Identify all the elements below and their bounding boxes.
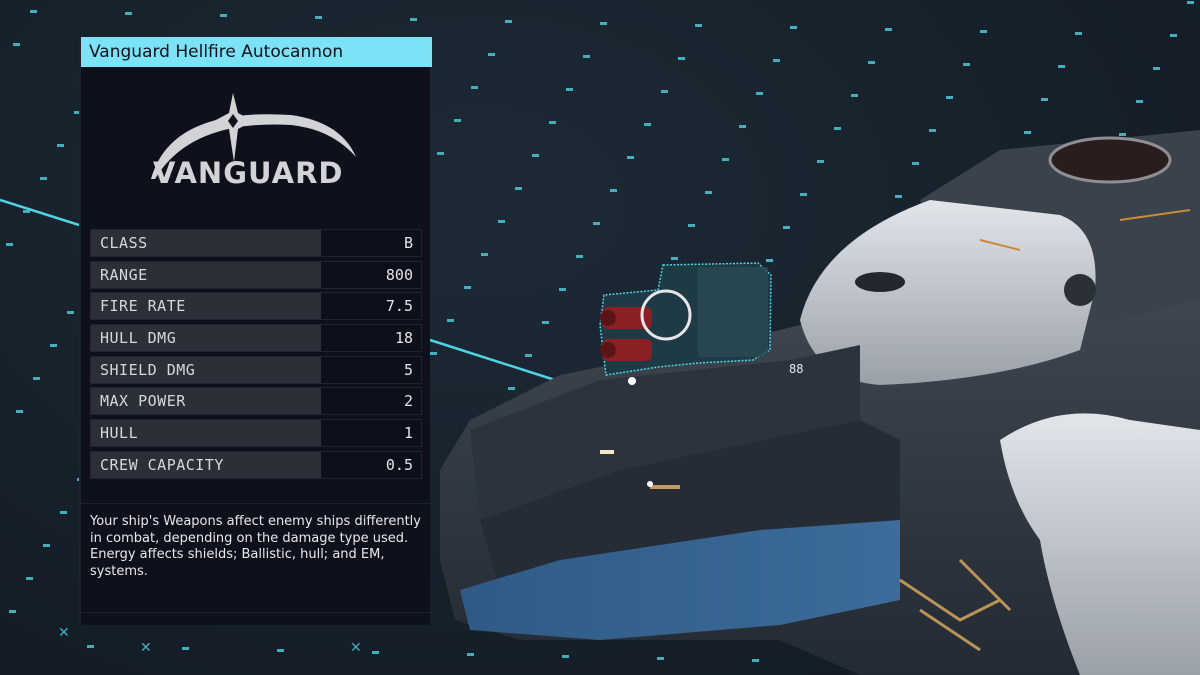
stat-label: SHIELD DMG xyxy=(91,356,321,383)
svg-text:VANGUARD: VANGUARD xyxy=(153,156,344,190)
stat-row-shield-dmg: SHIELD DMG 5 xyxy=(90,355,422,384)
stat-label: FIRE RATE xyxy=(91,293,321,320)
svg-text:✕: ✕ xyxy=(350,640,362,656)
stat-label: CLASS xyxy=(91,230,321,256)
stats-table: CLASS B RANGE 800 FIRE RATE 7.5 HULL DMG… xyxy=(90,229,422,483)
stat-row-fire-rate: FIRE RATE 7.5 xyxy=(90,292,422,321)
svg-text:✕: ✕ xyxy=(58,625,70,641)
divider xyxy=(81,612,432,613)
weapon-title: Vanguard Hellfire Autocannon xyxy=(81,37,432,67)
stat-row-crew-capacity: CREW CAPACITY 0.5 xyxy=(90,450,422,479)
stat-value: B xyxy=(321,230,421,256)
weapon-description: Your ship's Weapons affect enemy ships d… xyxy=(90,514,421,579)
stat-value: 5 xyxy=(321,356,421,383)
stat-label: HULL xyxy=(91,420,321,447)
divider xyxy=(81,503,432,504)
stat-row-hull-dmg: HULL DMG 18 xyxy=(90,324,422,353)
stat-row-range: RANGE 800 xyxy=(90,260,422,289)
stat-label: CREW CAPACITY xyxy=(91,451,321,478)
stat-row-class: CLASS B xyxy=(90,229,422,257)
vanguard-logo-icon: VANGUARD xyxy=(151,93,356,190)
svg-text:88: 88 xyxy=(789,362,803,376)
stat-label: HULL DMG xyxy=(91,325,321,352)
stat-value: 1 xyxy=(321,420,421,447)
stat-value: 7.5 xyxy=(321,293,421,320)
stat-label: RANGE xyxy=(91,261,321,288)
stat-value: 2 xyxy=(321,388,421,415)
stat-value: 800 xyxy=(321,261,421,288)
weapon-module-highlighted[interactable] xyxy=(598,255,773,380)
weapon-info-panel: Vanguard Hellfire Autocannon VANGUARD CL… xyxy=(79,37,432,625)
stat-label: MAX POWER xyxy=(91,388,321,415)
stat-value: 0.5 xyxy=(321,451,421,478)
stat-row-hull: HULL 1 xyxy=(90,419,422,448)
stat-row-max-power: MAX POWER 2 xyxy=(90,387,422,416)
stat-value: 18 xyxy=(321,325,421,352)
svg-text:✕: ✕ xyxy=(140,640,152,656)
